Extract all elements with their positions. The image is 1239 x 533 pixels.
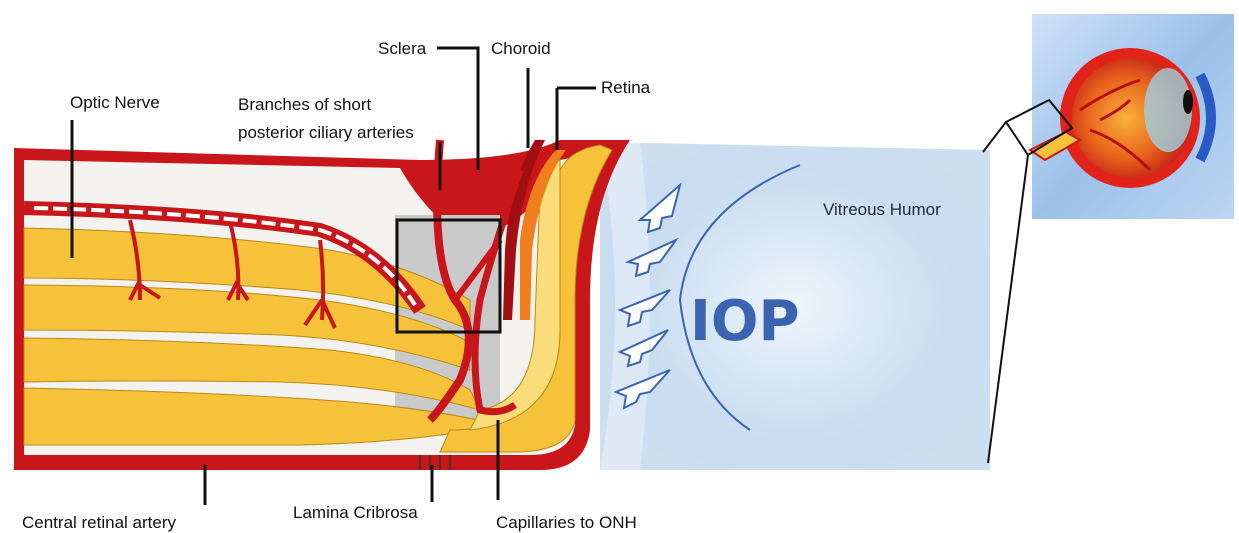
eye-inset bbox=[1006, 14, 1234, 219]
central-retinal-artery-label: Central retinal artery bbox=[22, 513, 177, 532]
choroid-label: Choroid bbox=[491, 39, 551, 58]
optic-nerve-label: Optic Nerve bbox=[70, 93, 160, 112]
lamina-cribrosa-label: Lamina Cribrosa bbox=[293, 503, 418, 522]
inset-connector-line bbox=[983, 122, 1006, 152]
branches-label-line2: posterior ciliary arteries bbox=[238, 123, 414, 142]
sclera-label: Sclera bbox=[378, 39, 427, 58]
iop-label: IOP bbox=[690, 289, 799, 354]
vitreous-humor-label: Vitreous Humor bbox=[823, 200, 941, 219]
retina-label: Retina bbox=[601, 78, 651, 97]
branches-label-line1: Branches of short bbox=[238, 95, 372, 114]
inset-connector-line bbox=[988, 155, 1028, 463]
optic-nerve-section bbox=[14, 140, 630, 470]
capillaries-label: Capillaries to ONH bbox=[496, 513, 637, 532]
